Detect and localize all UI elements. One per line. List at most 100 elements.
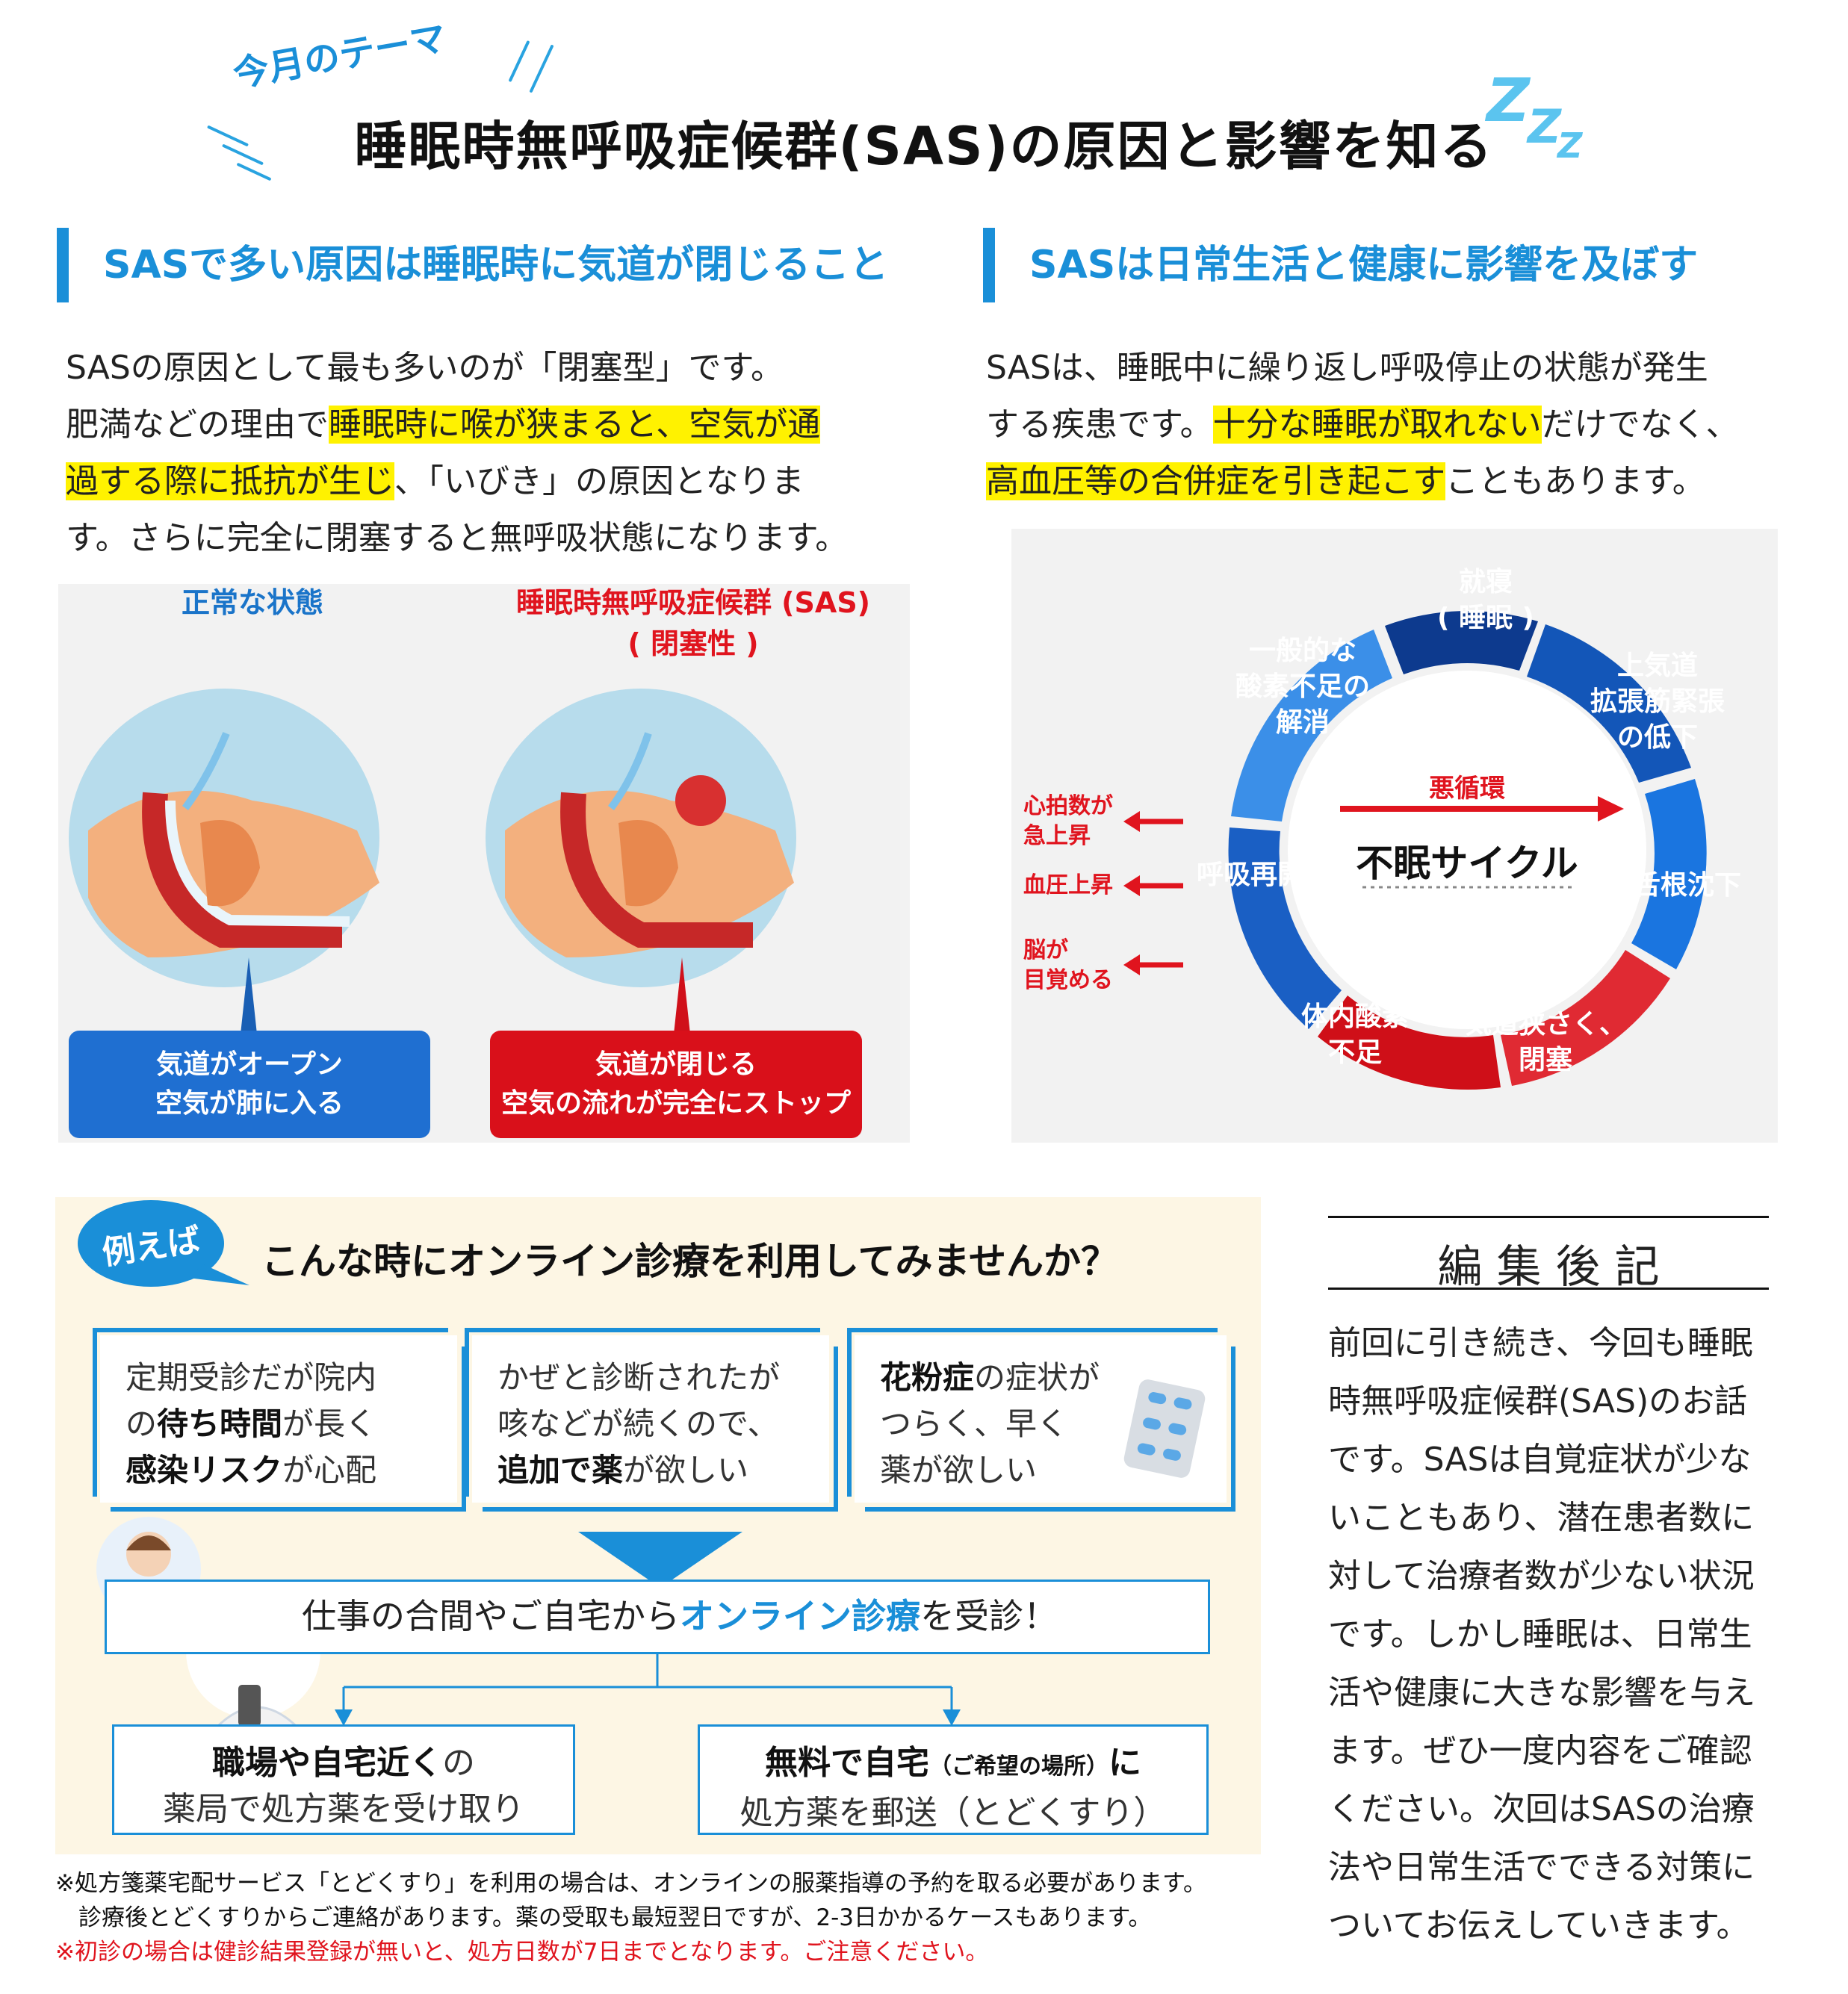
paragraph-text: する疾患です。 [986, 406, 1213, 444]
online-consultation-text: 仕事の合間やご自宅からオンライン診療を受診！ [302, 1596, 1058, 1636]
card-text: が心配 [282, 1452, 377, 1488]
left-section-heading: SASで多い原因は睡眠時に気道が閉じること [57, 228, 888, 302]
editor-line: です。SASは自覚症状が少な [1328, 1441, 1752, 1479]
scenario-card-wait-time: 定期受診だが院内の待ち時間が長く感染リスクが心配 [100, 1335, 457, 1503]
highlighted-text: 過する際に抵抗が生じ [66, 462, 394, 500]
accent-dash [529, 44, 554, 93]
airway-illustration [69, 689, 796, 1062]
card-line: つらく、早く [880, 1401, 1227, 1447]
paragraph-text: SASの原因として最も多いのが「閉塞型」です。 [66, 349, 784, 387]
paragraph-line: 過する際に抵抗が生じ、「いびき」の原因となりま [66, 453, 848, 510]
paragraph-line: SASは、睡眠中に繰り返し呼吸停止の状態が発生 [986, 340, 1739, 397]
cycle-step-tongue: 舌根沈下 [1633, 870, 1741, 901]
editor-body: 前回に引き続き、今回も睡眠時無呼吸症候群(SAS)のお話です。SASは自覚症状が… [1328, 1314, 1755, 1955]
card-frame [93, 1328, 448, 1497]
cycle-step-oxygen-shortage: 体内酸素不足 [1300, 1001, 1409, 1068]
editor-line: です。しかし睡眠は、日常生 [1328, 1615, 1752, 1653]
insomnia-cycle-figure: 不眠サイクル 悪循環 就寝( 睡眠 ) 上気道拡張筋緊張の低下 舌根沈下 気道狭… [1011, 529, 1778, 1143]
cycle-step-obstruction: 気道狭さく、閉塞 [1464, 1009, 1626, 1075]
card-frame [465, 1328, 820, 1497]
cycle-step-sleep: 就寝( 睡眠 ) [1437, 567, 1534, 633]
card-frame [111, 1347, 466, 1512]
card-text: が長く [282, 1406, 377, 1442]
cycle-step-muscle-tension: 上気道拡張筋緊張の低下 [1590, 650, 1725, 753]
paragraph-line: す。さらに完全に閉塞すると無呼吸状態になります。 [66, 510, 848, 567]
paragraph-text: 肥満などの理由で [66, 406, 329, 444]
paragraph-text: こともあります。 [1445, 462, 1705, 500]
card-emphasis: 感染リスク [125, 1452, 283, 1488]
example-question: こんな時にオンライン診療を利用してみませんか？ [261, 1240, 1118, 1283]
accent-dash [508, 40, 530, 83]
editor-line: 活や健康に大きな影響を与え [1328, 1674, 1755, 1712]
cycle-step-breathing-resumes: 呼吸再開 [1196, 860, 1304, 890]
paragraph-text: SASは、睡眠中に繰り返し呼吸停止の状態が発生 [986, 349, 1708, 387]
card-line: 感染リスクが心配 [125, 1447, 457, 1494]
card-frame [847, 1328, 1218, 1497]
editor-line: ください。次回はSASの治療 [1328, 1790, 1755, 1828]
sas-label: 睡眠時無呼吸症候群 (SAS) [515, 586, 871, 619]
card-line: 定期受診だが院内 [125, 1355, 457, 1401]
card-text: 薬が欲しい [880, 1452, 1038, 1488]
effect-heart-rate: 心拍数が急上昇 [1023, 793, 1113, 849]
scenario-card-cold: かぜと診断されたが咳などが続くので、追加で薬が欲しい [472, 1335, 829, 1503]
card-text: かぜと診断されたが [497, 1359, 781, 1396]
card-emphasis: 待ち時間 [157, 1406, 283, 1442]
editor-line: いこともあり、潜在患者数に [1328, 1499, 1755, 1537]
result-home-delivery: 無料で自宅（ご希望の場所）に 処方薬を郵送（とどくすり） [698, 1724, 1209, 1835]
highlighted-text: 十分な睡眠が取れない [1212, 406, 1542, 444]
card-line: 薬が欲しい [880, 1447, 1227, 1494]
paragraph-text: だけでなく、 [1541, 406, 1739, 444]
effect-brain-wakes: 脳が目覚める [1023, 937, 1113, 993]
editor-line: 法や日常生活でできる対策に [1328, 1848, 1755, 1886]
airway-figure: 正常な状態 睡眠時無呼吸症候群 (SAS) ( 閉塞性 ) 気道がオープン空気が… [58, 584, 910, 1143]
card-text: 定期受診だが院内 [125, 1359, 377, 1396]
card-frame [483, 1347, 838, 1512]
paragraph-line: する疾患です。十分な睡眠が取れないだけでなく、 [986, 397, 1739, 453]
branch-connector [335, 1654, 961, 1726]
editor-rule [1328, 1288, 1769, 1290]
cycle-center-label: 不眠サイクル [1356, 842, 1578, 885]
scenario-card-pollen: 花粉症の症状がつらく、早く薬が欲しい [855, 1335, 1227, 1503]
card-text: の症状が [974, 1359, 1100, 1396]
cycle-ring [1123, 610, 1707, 1090]
paragraph-line: SASの原因として最も多いのが「閉塞型」です。 [66, 340, 848, 397]
left-paragraph: SASの原因として最も多いのが「閉塞型」です。肥満などの理由で睡眠時に喉が狭まる… [66, 340, 848, 567]
paragraph-text: す。さらに完全に閉塞すると無呼吸状態になります。 [66, 519, 849, 557]
medicine-pack-icon [1123, 1379, 1206, 1478]
online-consultation-box [105, 1580, 1210, 1654]
editor-line: ついてお伝えしていきます。 [1328, 1907, 1749, 1945]
sas-sublabel: ( 閉塞性 ) [627, 627, 759, 660]
card-text: 咳などが続くので、 [497, 1406, 779, 1442]
paragraph-line: 高血圧等の合併症を引き起こすこともあります。 [986, 453, 1739, 510]
card-line: 追加で薬が欲しい [497, 1447, 829, 1494]
note-line: ※処方箋薬宅配サービス「とどくすり」を利用の場合は、オンラインの服薬指導の予約を… [55, 1870, 1206, 1897]
editor-line: 対して治療者数が少ない状況 [1328, 1557, 1755, 1595]
down-arrow-icon [578, 1532, 742, 1588]
highlighted-text: 睡眠時に喉が狭まると、空気が通 [329, 406, 821, 444]
normal-result-box: 気道がオープン空気が肺に入る [69, 1031, 430, 1138]
page-title: 睡眠時無呼吸症候群(SAS)の原因と影響を知る [354, 116, 1494, 177]
editor-rule [1328, 1216, 1769, 1218]
result-pharmacy-pickup: 職場や自宅近くの 薬局で処方薬を受け取り [112, 1724, 575, 1835]
editor-line: 前回に引き続き、今回も睡眠 [1328, 1324, 1753, 1362]
card-line: 咳などが続くので、 [497, 1401, 829, 1447]
card-line: 花粉症の症状が [880, 1355, 1227, 1401]
card-text: の [125, 1406, 158, 1442]
card-line: かぜと診断されたが [497, 1355, 829, 1401]
editor-line: ます。ぜひ一度内容をご確認 [1328, 1732, 1752, 1770]
note-line: 診療後とどくすりからご連絡があります。薬の受取も最短翌日ですが、2-3日かかるケ… [55, 1904, 1152, 1931]
card-line: の待ち時間が長く [125, 1401, 457, 1447]
editor-line: 時無呼吸症候群(SAS)のお話 [1328, 1382, 1748, 1420]
card-text: つらく、早く [880, 1406, 1069, 1442]
highlighted-text: 高血圧等の合併症を引き起こす [986, 462, 1446, 500]
card-emphasis: 追加で薬 [497, 1452, 624, 1488]
theme-label: 今月のテーマ [229, 16, 450, 96]
normal-label: 正常な状態 [181, 586, 323, 619]
note-line-warning: ※初診の場合は健診結果登録が無いと、処方日数が7日までとなります。ご注意ください… [55, 1939, 989, 1966]
card-frame [865, 1347, 1235, 1512]
sas-result-box: 気道が閉じる空気の流れが完全にストップ [490, 1031, 862, 1138]
online-consultation-panel: 例えば こんな時にオンライン診療を利用してみませんか？ 定期受診だが院内の待ち時… [55, 1197, 1261, 1854]
right-paragraph: SASは、睡眠中に繰り返し呼吸停止の状態が発生する疾患です。十分な睡眠が取れない… [986, 340, 1739, 510]
effect-blood-pressure: 血圧上昇 [1023, 872, 1113, 898]
card-text: が欲しい [623, 1452, 749, 1488]
